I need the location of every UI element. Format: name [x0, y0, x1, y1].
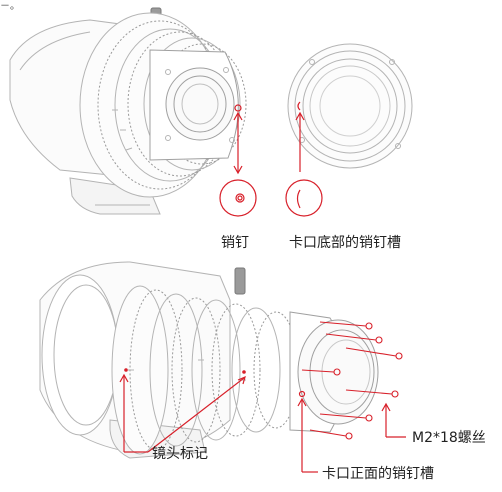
screw: [325, 333, 383, 344]
screw: [301, 368, 341, 376]
mount-bottom-slot-label: 卡口底部的销钉槽: [289, 235, 401, 251]
lens-bottom-drawing: [39, 261, 379, 459]
pin-callout: [219, 111, 257, 217]
screws-label: M2*18螺丝: [412, 430, 486, 446]
lens-top-drawing: [9, 7, 247, 215]
front-slot-marker: [298, 390, 306, 398]
screw: [345, 347, 403, 360]
corner-text: －。: [0, 1, 20, 12]
mount-bottom-drawing: [287, 43, 413, 169]
lens-marks: [124, 368, 246, 374]
slot-marker: [297, 101, 301, 111]
screw: [319, 321, 373, 330]
lens-mark-label: 镜头标记: [152, 446, 208, 462]
pin-marker: [234, 104, 242, 112]
screw: [309, 429, 353, 440]
screws: [301, 321, 403, 440]
screw: [319, 413, 373, 422]
slot-callout: [285, 111, 323, 217]
pin-label: 销钉: [221, 235, 249, 251]
mount-front-slot-label: 卡口正面的销钉槽: [322, 466, 434, 482]
bottom-callouts: [119, 373, 406, 473]
screw: [345, 389, 399, 398]
